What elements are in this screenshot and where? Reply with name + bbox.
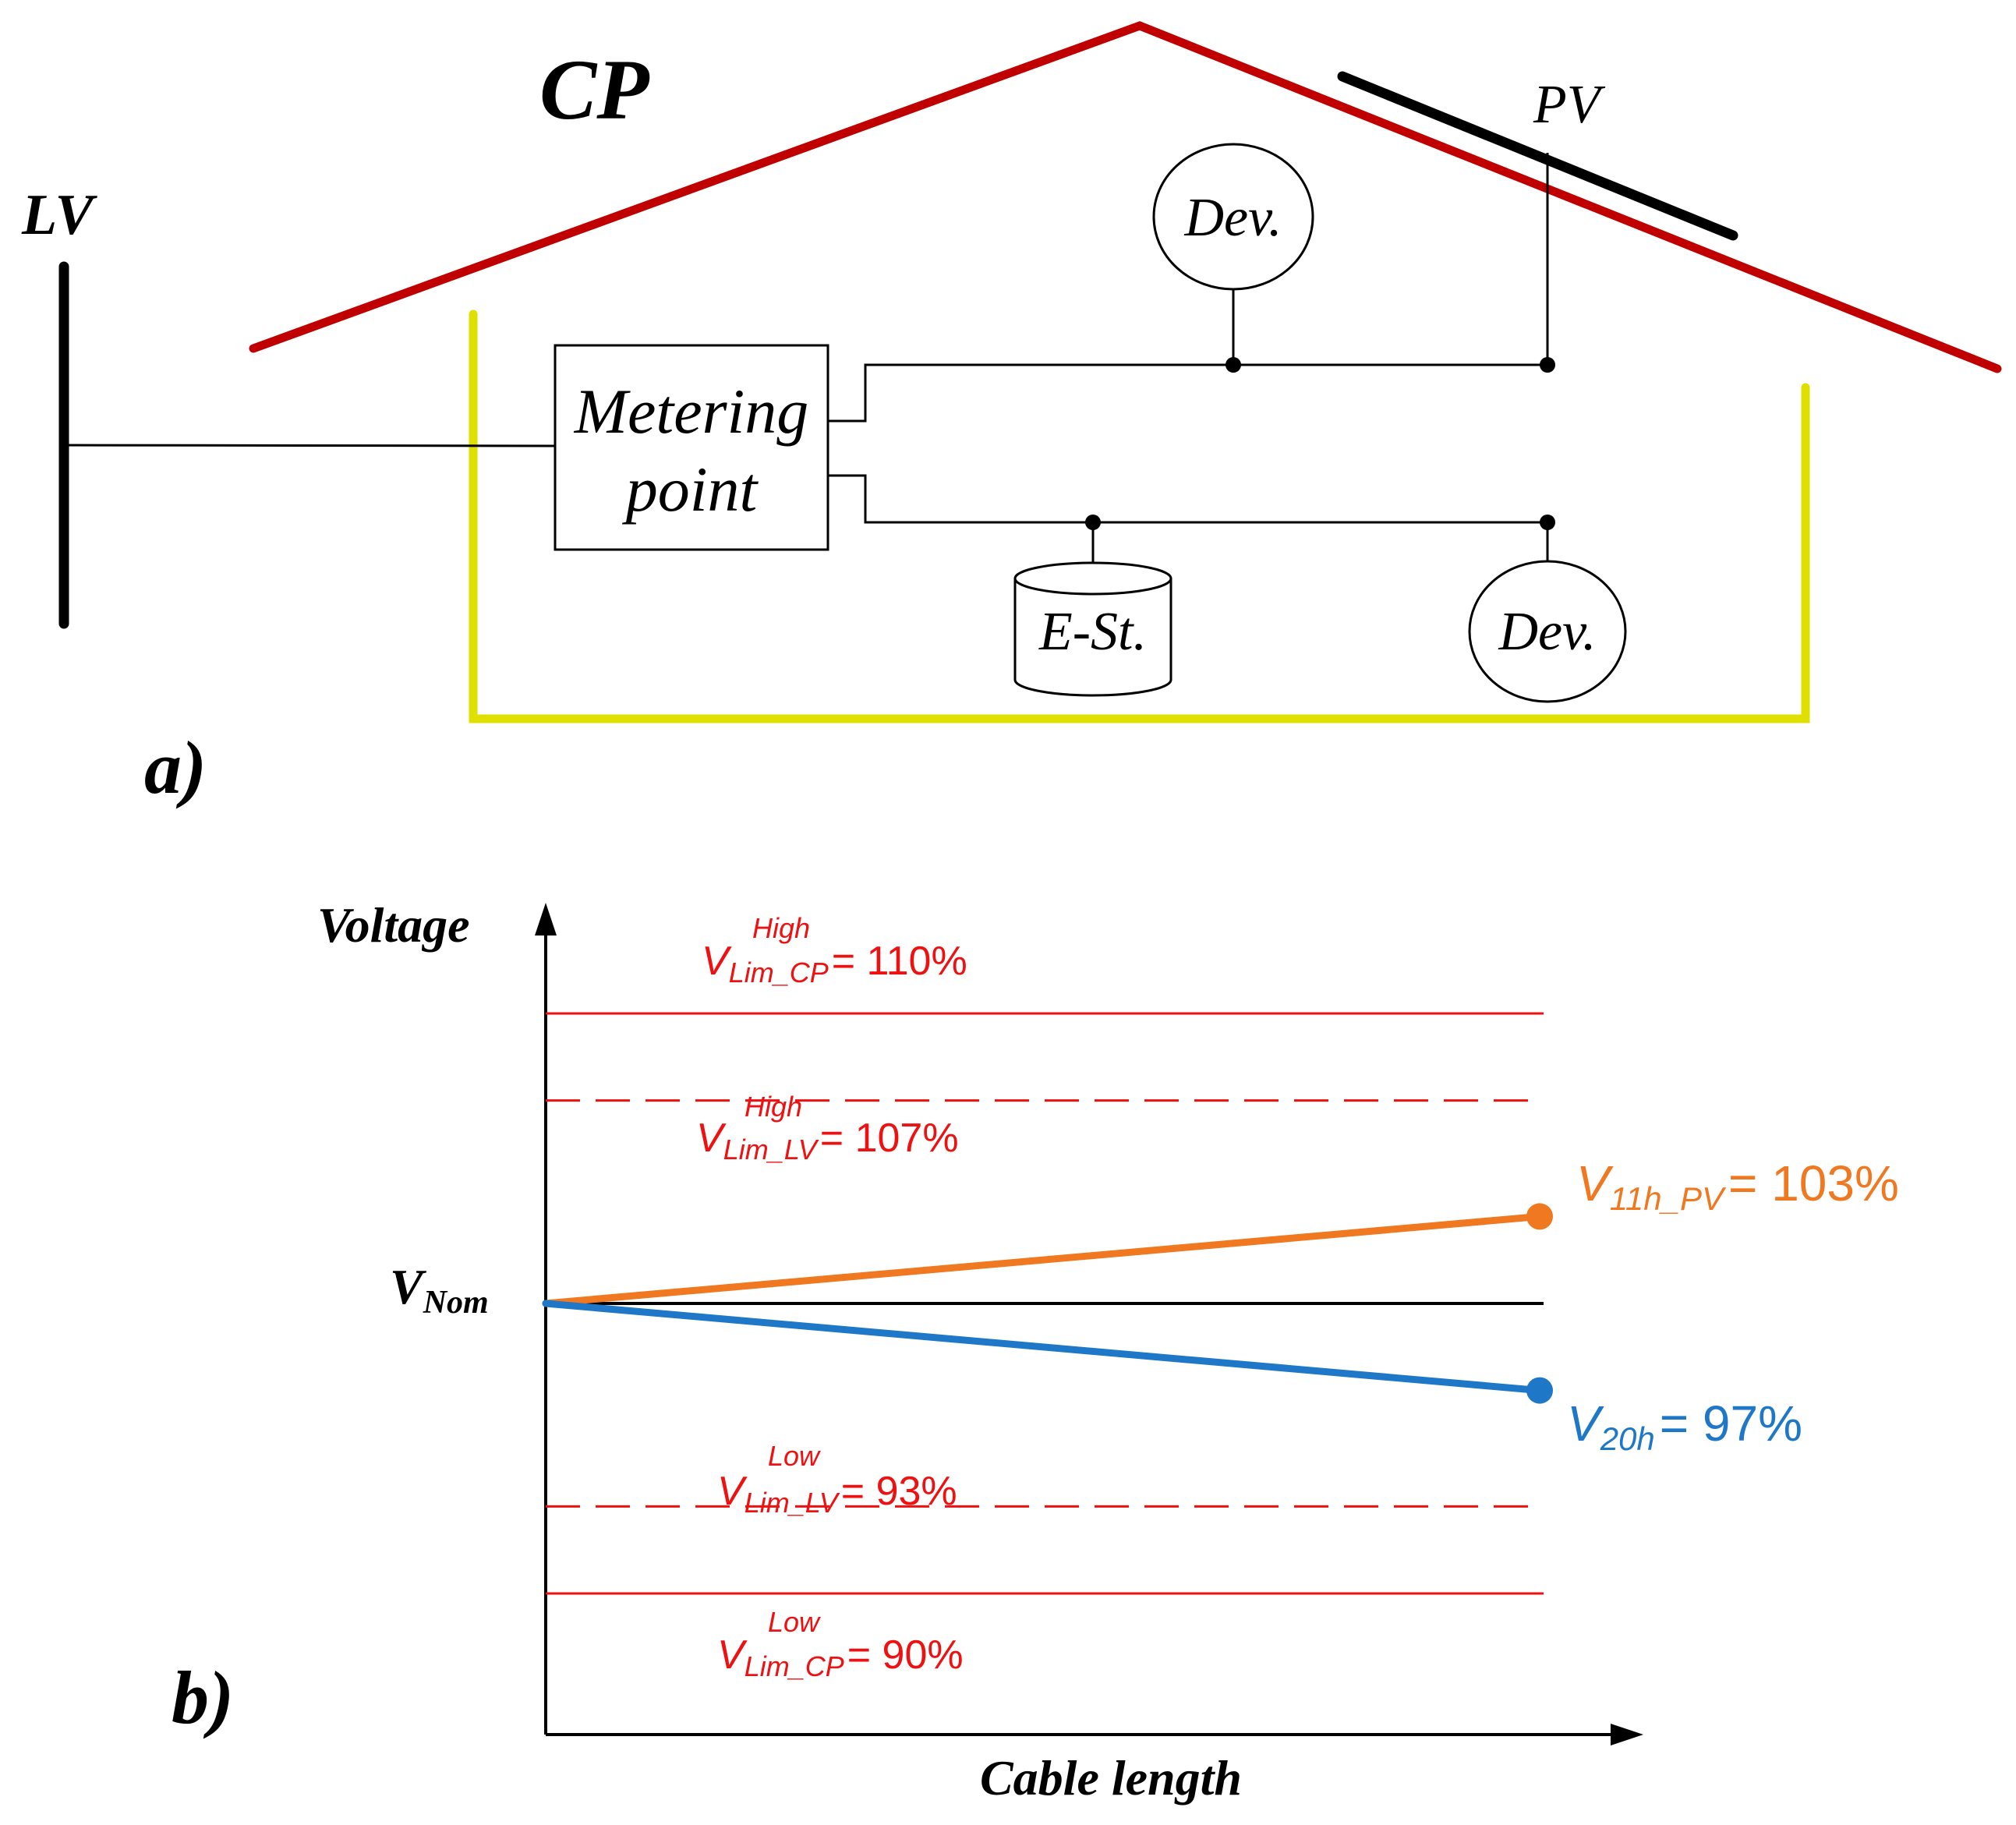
y-axis-label: Voltage bbox=[317, 897, 470, 953]
label-low-lv-text: VLim_LV= 93% bbox=[717, 1469, 957, 1519]
label-low-lv: Low VLim_LV= 93% bbox=[717, 1440, 957, 1519]
label-low-cp-sub: Lim_CP bbox=[745, 1650, 844, 1682]
upper-feeder bbox=[828, 363, 1547, 423]
junction-dot bbox=[1085, 515, 1101, 530]
profile-end-dot-20h bbox=[1526, 1377, 1553, 1404]
lower-feeder bbox=[828, 474, 1547, 524]
house-roof bbox=[249, 21, 2002, 373]
cp-label: CP bbox=[539, 42, 649, 137]
label-low-cp-sup: Low bbox=[768, 1606, 821, 1638]
profile-line-20h bbox=[542, 1300, 1544, 1395]
device-bottom-circle bbox=[1468, 560, 1627, 703]
lv-label: LV bbox=[21, 183, 97, 247]
label-20h-sub: 20h bbox=[1600, 1420, 1655, 1457]
label-low-cp-text: VLim_CP= 90% bbox=[717, 1632, 964, 1682]
device-top-circle bbox=[1152, 143, 1314, 291]
panel-b-label: b) bbox=[172, 1656, 234, 1739]
label-low-cp-value: = 90% bbox=[847, 1632, 964, 1678]
label-20h: V20h= 97% bbox=[1567, 1395, 1802, 1457]
label-high-cp-value: = 110% bbox=[832, 939, 967, 984]
metering-label-line2: point bbox=[622, 454, 759, 525]
label-low-cp-v: V bbox=[717, 1632, 748, 1678]
label-low-lv-value: = 93% bbox=[841, 1469, 957, 1514]
profile-line-11h-pv bbox=[542, 1212, 1544, 1307]
premises-boundary bbox=[469, 309, 1810, 723]
pv-label: PV bbox=[1533, 75, 1606, 135]
junction-dot bbox=[1540, 357, 1555, 373]
x-axis-arrow bbox=[1611, 1724, 1643, 1745]
y-axis-arrow bbox=[535, 903, 557, 935]
label-11h-pv-sub: 11h_PV bbox=[1610, 1180, 1727, 1217]
label-high-cp: High VLim_CP= 110% bbox=[702, 912, 967, 989]
label-high-lv-text: VLim_LV= 107% bbox=[696, 1116, 959, 1165]
label-11h-pv-value: = 103% bbox=[1728, 1155, 1899, 1211]
vnom-main: V bbox=[390, 1259, 427, 1314]
vnom-sub: Nom bbox=[423, 1285, 489, 1321]
metering-point-box bbox=[554, 344, 829, 551]
diagram-b: Voltage Cable length b) VNom High VLim_C… bbox=[172, 897, 1899, 1806]
vnom-label: VNom bbox=[390, 1259, 489, 1321]
diagram-a: LV CP PV Metering point Dev. Dev. E-St. … bbox=[21, 21, 2002, 809]
label-low-lv-sup: Low bbox=[768, 1440, 821, 1472]
label-high-cp-sup: High bbox=[752, 912, 810, 944]
label-20h-value: = 97% bbox=[1660, 1395, 1802, 1452]
x-axis-label: Cable length bbox=[980, 1750, 1242, 1806]
metering-label-line1: Metering bbox=[574, 376, 809, 447]
profile-end-dot-11h-pv bbox=[1526, 1203, 1553, 1230]
device-top-label: Dev. bbox=[1184, 188, 1282, 248]
label-high-lv-v: V bbox=[696, 1116, 727, 1161]
label-low-lv-sub: Lim_LV bbox=[745, 1487, 840, 1519]
label-11h-pv-v: V bbox=[1576, 1155, 1614, 1211]
label-high-lv-sup: High bbox=[745, 1091, 802, 1123]
label-11h-pv: V11h_PV= 103% bbox=[1576, 1155, 1899, 1217]
pv-panel bbox=[1337, 71, 1738, 241]
storage-label: E-St. bbox=[1038, 602, 1147, 662]
label-20h-v: V bbox=[1567, 1395, 1604, 1452]
label-high-cp-text: VLim_CP= 110% bbox=[702, 939, 967, 989]
label-high-lv-sub: Lim_LV bbox=[723, 1134, 819, 1165]
energy-storage-cylinder bbox=[1013, 578, 1172, 697]
label-high-lv: High VLim_LV= 107% bbox=[696, 1091, 959, 1165]
panel-a-label: a) bbox=[144, 726, 207, 809]
label-high-cp-v: V bbox=[702, 939, 732, 984]
device-bottom-label: Dev. bbox=[1498, 602, 1597, 662]
energy-storage-top bbox=[1013, 561, 1172, 596]
junction-dot bbox=[1226, 357, 1241, 373]
junction-dot bbox=[1540, 515, 1555, 530]
label-low-cp: Low VLim_CP= 90% bbox=[717, 1606, 964, 1682]
label-low-lv-v: V bbox=[717, 1469, 748, 1514]
lv-feeder-line bbox=[63, 444, 556, 447]
label-high-lv-value: = 107% bbox=[820, 1116, 959, 1161]
label-high-cp-sub: Lim_CP bbox=[729, 957, 829, 989]
